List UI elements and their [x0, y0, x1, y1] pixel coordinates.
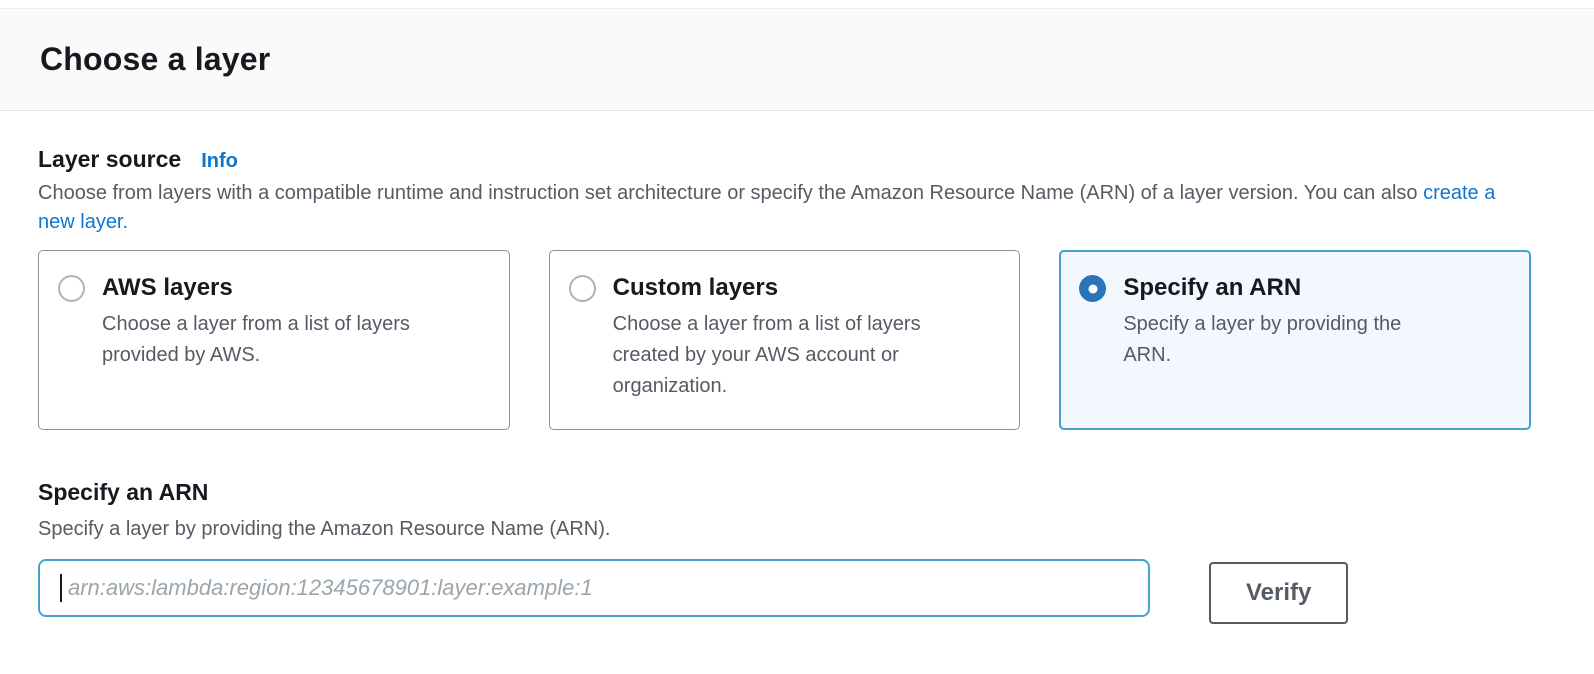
tile-description: Specify a layer by providing the ARN.: [1123, 313, 1402, 366]
specify-arn-title: Specify an ARN: [38, 479, 209, 505]
specify-arn-description: Specify a layer by providing the Amazon …: [38, 518, 611, 540]
info-link[interactable]: Info: [201, 150, 238, 172]
text-caret: [60, 574, 62, 602]
tile-description: Choose a layer from a list of layers pro…: [102, 313, 410, 366]
tile-aws-layers[interactable]: AWS layers Choose a layer from a list of…: [38, 250, 510, 430]
page-title: Choose a layer: [40, 41, 271, 77]
layer-source-description: Choose from layers with a compatible run…: [38, 179, 1518, 237]
specify-arn-section: Specify an ARN Specify a layer by provid…: [38, 477, 1531, 624]
tile-text: AWS layers Choose a layer from a list of…: [102, 272, 420, 371]
panel-header: Choose a layer: [0, 8, 1594, 111]
radio-dot: [1088, 284, 1098, 293]
arn-input-row: Verify: [38, 559, 1531, 624]
create-new-layer-link[interactable]: create a new layer.: [38, 182, 1496, 233]
arn-input[interactable]: [38, 559, 1150, 617]
radio-button-aws-layers[interactable]: [58, 275, 85, 302]
layer-source-header: Layer source Info: [38, 145, 1531, 173]
arn-input-wrapper: [38, 559, 1150, 617]
tile-specify-an-arn[interactable]: Specify an ARN Specify a layer by provid…: [1059, 250, 1532, 430]
tile-text: Custom layers Choose a layer from a list…: [613, 272, 931, 402]
radio-button-custom-layers[interactable]: [568, 275, 596, 302]
tile-description: Choose a layer from a list of layers cre…: [612, 313, 921, 397]
description-text: Choose from layers with a compatible run…: [38, 182, 1424, 204]
panel-content: Layer source Info Choose from layers wit…: [0, 111, 1594, 624]
choose-a-layer-panel: Choose a layer Layer source Info Choose …: [0, 8, 1594, 674]
tile-custom-layers[interactable]: Custom layers Choose a layer from a list…: [548, 250, 1021, 430]
tile-title: Specify an ARN: [1123, 274, 1302, 301]
tile-text: Specify an ARN Specify a layer by provid…: [1123, 272, 1441, 371]
tile-title: AWS layers: [102, 274, 233, 301]
radio-button-specify-an-arn[interactable]: [1079, 275, 1107, 302]
verify-button[interactable]: Verify: [1209, 562, 1349, 624]
layer-source-options: AWS layers Choose a layer from a list of…: [38, 250, 1532, 430]
tile-title: Custom layers: [612, 274, 779, 301]
layer-source-label: Layer source: [38, 146, 182, 172]
